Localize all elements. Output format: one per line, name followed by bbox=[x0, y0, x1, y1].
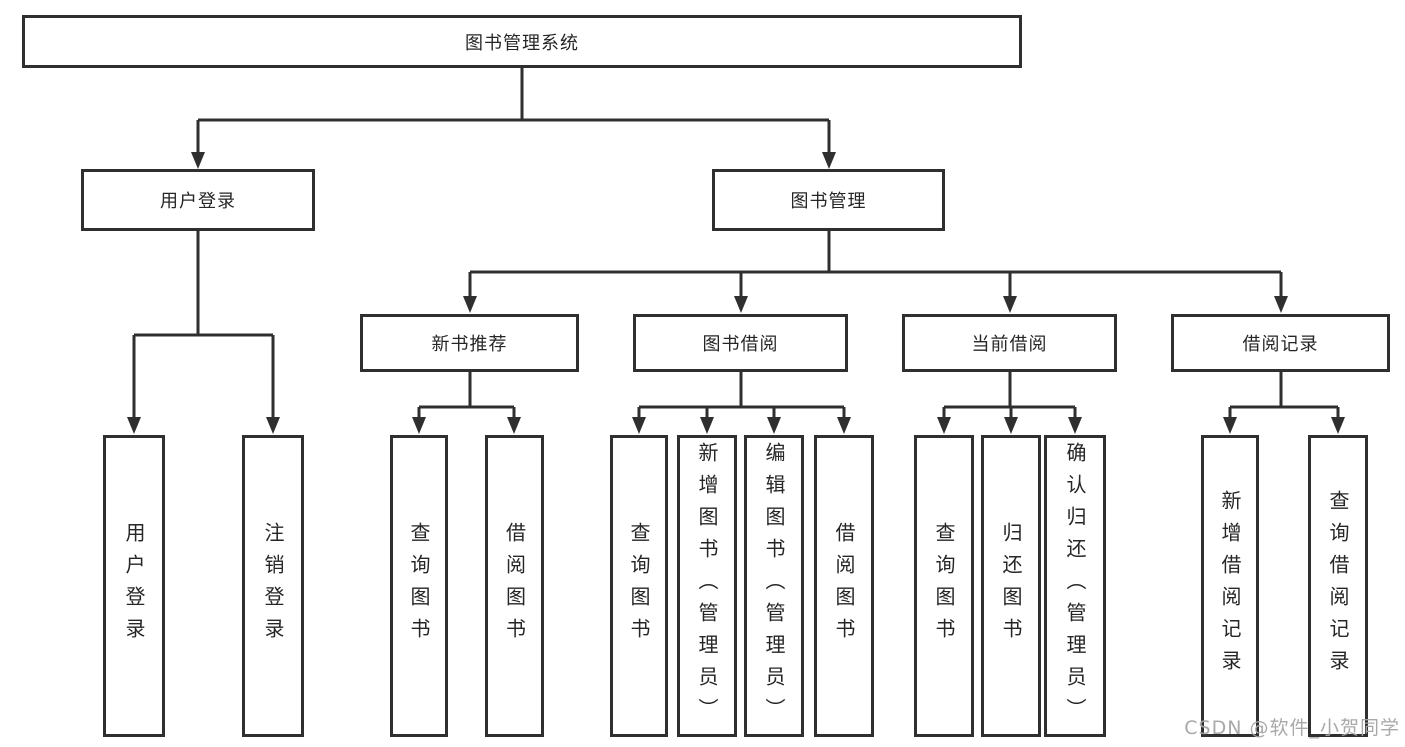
node-leaf-query-books-current: 查询图书 bbox=[914, 435, 974, 737]
node-leaf-user-login: 用户登录 bbox=[103, 435, 165, 737]
arrow-down-icon bbox=[507, 417, 521, 434]
node-leaf-return-book: 归还图书 bbox=[981, 435, 1041, 737]
connector-borrow-to-leaves bbox=[637, 371, 846, 418]
connector-current-to-leaves bbox=[942, 371, 1077, 418]
arrow-down-icon bbox=[266, 417, 280, 434]
arrow-down-icon bbox=[700, 417, 714, 434]
arrow-down-icon bbox=[463, 296, 477, 313]
arrow-down-icon bbox=[937, 417, 951, 434]
node-user-login: 用户登录 bbox=[81, 169, 315, 231]
connector-login-to-leaves bbox=[132, 231, 275, 418]
arrow-down-icon bbox=[1003, 296, 1017, 313]
arrow-down-icon bbox=[822, 152, 836, 169]
arrowheads bbox=[127, 152, 1345, 434]
arrow-down-icon bbox=[632, 417, 646, 434]
arrow-down-icon bbox=[191, 152, 205, 169]
arrow-down-icon bbox=[734, 296, 748, 313]
arrow-down-icon bbox=[1004, 417, 1018, 434]
arrow-down-icon bbox=[767, 417, 781, 434]
node-leaf-logout: 注销登录 bbox=[242, 435, 304, 737]
node-book-borrowing: 图书借阅 bbox=[633, 314, 848, 372]
arrow-down-icon bbox=[1331, 417, 1345, 434]
arrow-down-icon bbox=[1068, 417, 1082, 434]
node-leaf-query-borrow-record: 查询借阅记录 bbox=[1308, 435, 1368, 737]
connector-mgmt-to-level3 bbox=[468, 231, 1283, 297]
node-current-borrowing: 当前借阅 bbox=[902, 314, 1117, 372]
node-new-book-recommendation: 新书推荐 bbox=[360, 314, 579, 372]
connector-records-to-leaves bbox=[1228, 371, 1340, 418]
connector-root-to-level2 bbox=[196, 68, 831, 153]
node-leaf-edit-book-admin: 编辑图书（管理员） bbox=[744, 435, 804, 737]
node-leaf-query-books-recommend: 查询图书 bbox=[390, 435, 448, 737]
node-leaf-add-borrow-record: 新增借阅记录 bbox=[1201, 435, 1259, 737]
node-book-management: 图书管理 bbox=[712, 169, 945, 231]
node-borrowing-records: 借阅记录 bbox=[1171, 314, 1390, 372]
arrow-down-icon bbox=[837, 417, 851, 434]
node-leaf-confirm-return-admin: 确认归还（管理员） bbox=[1044, 435, 1106, 737]
arrow-down-icon bbox=[1274, 296, 1288, 313]
node-leaf-borrow-books-recommend: 借阅图书 bbox=[485, 435, 544, 737]
arrow-down-icon bbox=[127, 417, 141, 434]
arrow-down-icon bbox=[1223, 417, 1237, 434]
node-leaf-query-books-borrow: 查询图书 bbox=[610, 435, 668, 737]
node-root-library-system: 图书管理系统 bbox=[22, 15, 1022, 68]
node-leaf-borrow-books: 借阅图书 bbox=[814, 435, 874, 737]
connector-recommend-to-leaves bbox=[417, 371, 516, 418]
arrow-down-icon bbox=[412, 417, 426, 434]
csdn-watermark: CSDN @软件_小贺同学 bbox=[1184, 717, 1400, 739]
node-leaf-add-book-admin: 新增图书（管理员） bbox=[677, 435, 737, 737]
